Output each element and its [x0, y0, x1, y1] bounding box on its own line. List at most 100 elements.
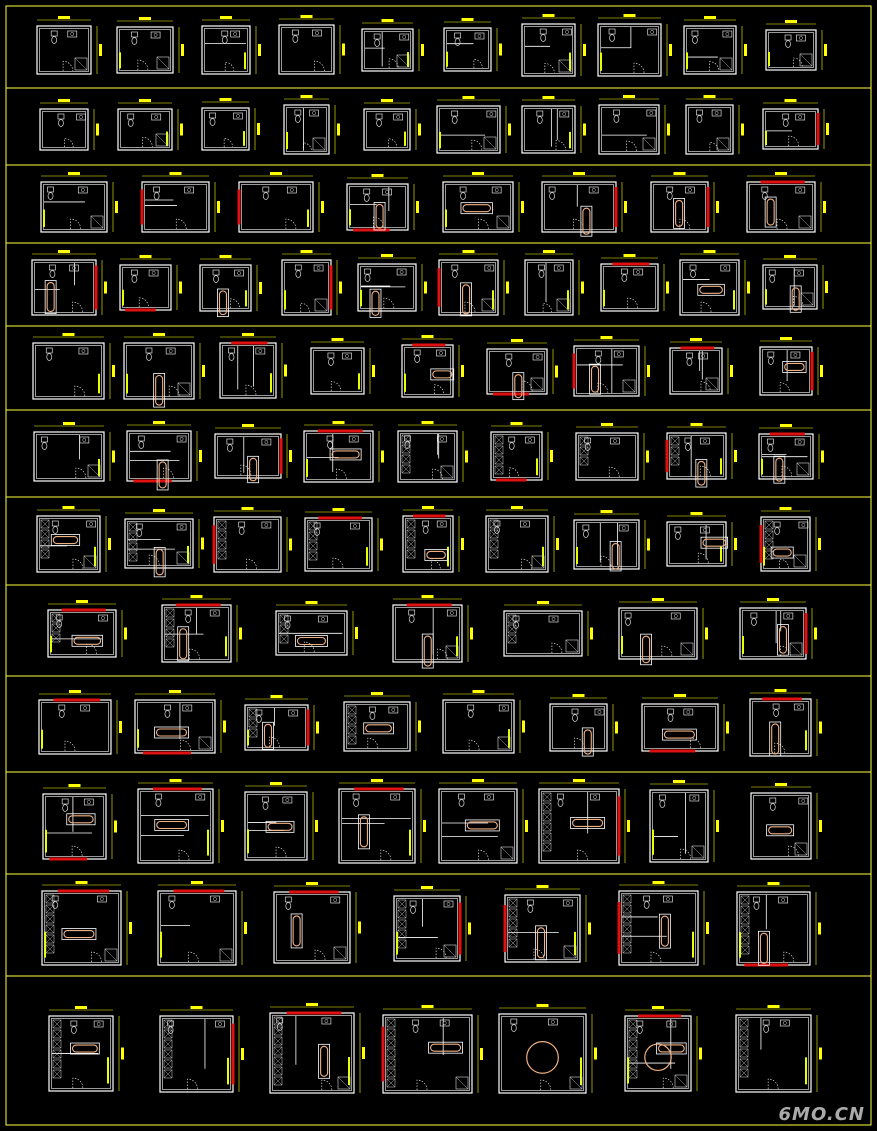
door-swing [478, 849, 489, 861]
door-swing [148, 554, 160, 566]
basin-drain [179, 525, 184, 529]
toilet-tank [557, 793, 564, 800]
bathroom-plan [237, 172, 324, 233]
bathtub-basin [71, 1044, 98, 1053]
bathtub-frame [570, 817, 606, 829]
basin [286, 186, 297, 194]
inner-wall [405, 518, 451, 570]
toilet-tank [674, 526, 682, 533]
bathroom-plan [357, 254, 427, 318]
toilet-tank [41, 436, 48, 443]
bathroom-plan [269, 1003, 365, 1094]
cabinet-cross [670, 436, 680, 446]
dimension-label [332, 421, 345, 424]
dimension-label [600, 510, 613, 513]
bathtub-basin [155, 374, 164, 406]
inner-wall [578, 435, 636, 478]
dimension-label [381, 450, 384, 463]
dimension-label [258, 44, 261, 56]
cabinet-cross [508, 898, 518, 908]
inner-wall [501, 1016, 584, 1091]
basin [195, 793, 206, 801]
bathroom-plan [32, 333, 115, 400]
basin-drain [593, 795, 597, 799]
basin-drain [198, 795, 203, 799]
dimension-label [623, 254, 636, 257]
basin [330, 896, 341, 904]
toilet-tank [422, 520, 429, 527]
cabinet-cross [165, 628, 175, 638]
dimension-label [124, 627, 127, 640]
shower-drain-line [500, 846, 514, 860]
shower-drain-line [674, 1074, 688, 1088]
dimension-label [647, 538, 650, 551]
round-spa [644, 1043, 672, 1072]
cabinet [494, 465, 504, 475]
bathtub-frame [658, 913, 671, 949]
shower-tray [83, 555, 97, 569]
shower-drain-line [337, 1076, 351, 1090]
bathroom-plan [199, 255, 262, 318]
toilet-bowl [414, 355, 421, 363]
dimension-label [673, 172, 686, 175]
outer-wall [392, 604, 463, 663]
dimension-label [180, 123, 183, 136]
cabinet-cross [622, 904, 632, 914]
toilet-tank [689, 264, 697, 271]
outer-wall [503, 610, 583, 657]
dimension-label [169, 779, 182, 782]
dimension-label [666, 281, 669, 294]
bathroom-plan [244, 695, 319, 751]
toilet-tank [135, 523, 143, 530]
toilet-bowl [527, 905, 534, 913]
outer-wall [275, 610, 348, 656]
bathroom-plan [485, 506, 559, 573]
shower-tray [74, 57, 88, 71]
bathroom-plan [618, 598, 708, 666]
shower-drain-line [530, 377, 544, 391]
basin [261, 521, 272, 529]
cabinet-cross [273, 1026, 283, 1036]
toilet-tank [767, 351, 775, 358]
inner-wall [493, 434, 540, 478]
cabinet [45, 944, 55, 954]
basin-drain [797, 271, 801, 275]
basin [69, 264, 79, 272]
shower-tray [497, 736, 511, 750]
door-swing [793, 57, 803, 68]
basin [484, 793, 494, 801]
cabinet-cross [347, 725, 357, 735]
inner-wall [489, 351, 545, 392]
dimension-label [784, 255, 796, 258]
inner-wall [164, 607, 229, 660]
toilet-tank [155, 793, 162, 800]
door-swing [332, 557, 344, 569]
basin-drain [782, 1021, 787, 1025]
cabinet [542, 832, 552, 842]
toilet-tank [594, 350, 602, 357]
inner-wall [395, 607, 460, 660]
basin [309, 109, 319, 117]
door-swing [70, 218, 81, 230]
dimension-label [472, 690, 485, 693]
dimension-label [480, 1048, 483, 1060]
toilet-tank [762, 1019, 770, 1026]
basin-drain [565, 901, 570, 905]
shower-drain-line [719, 57, 733, 71]
dimension-label [779, 507, 792, 510]
cabinet [740, 935, 750, 945]
toilet-bowl [422, 526, 429, 534]
dimension-label [169, 172, 182, 175]
toilet-tank [326, 435, 334, 442]
basin [230, 30, 241, 38]
shower-drain-line [90, 215, 104, 229]
toilet-bowl [369, 712, 376, 720]
cabinet-cross [764, 520, 774, 530]
inner-wall [385, 1017, 470, 1091]
outer-wall [760, 516, 811, 572]
toilet-bowl [451, 270, 458, 278]
door-swing [435, 947, 447, 959]
bathtub-frame [71, 634, 104, 647]
toilet-tank [584, 437, 592, 444]
dimension-label [744, 44, 747, 56]
